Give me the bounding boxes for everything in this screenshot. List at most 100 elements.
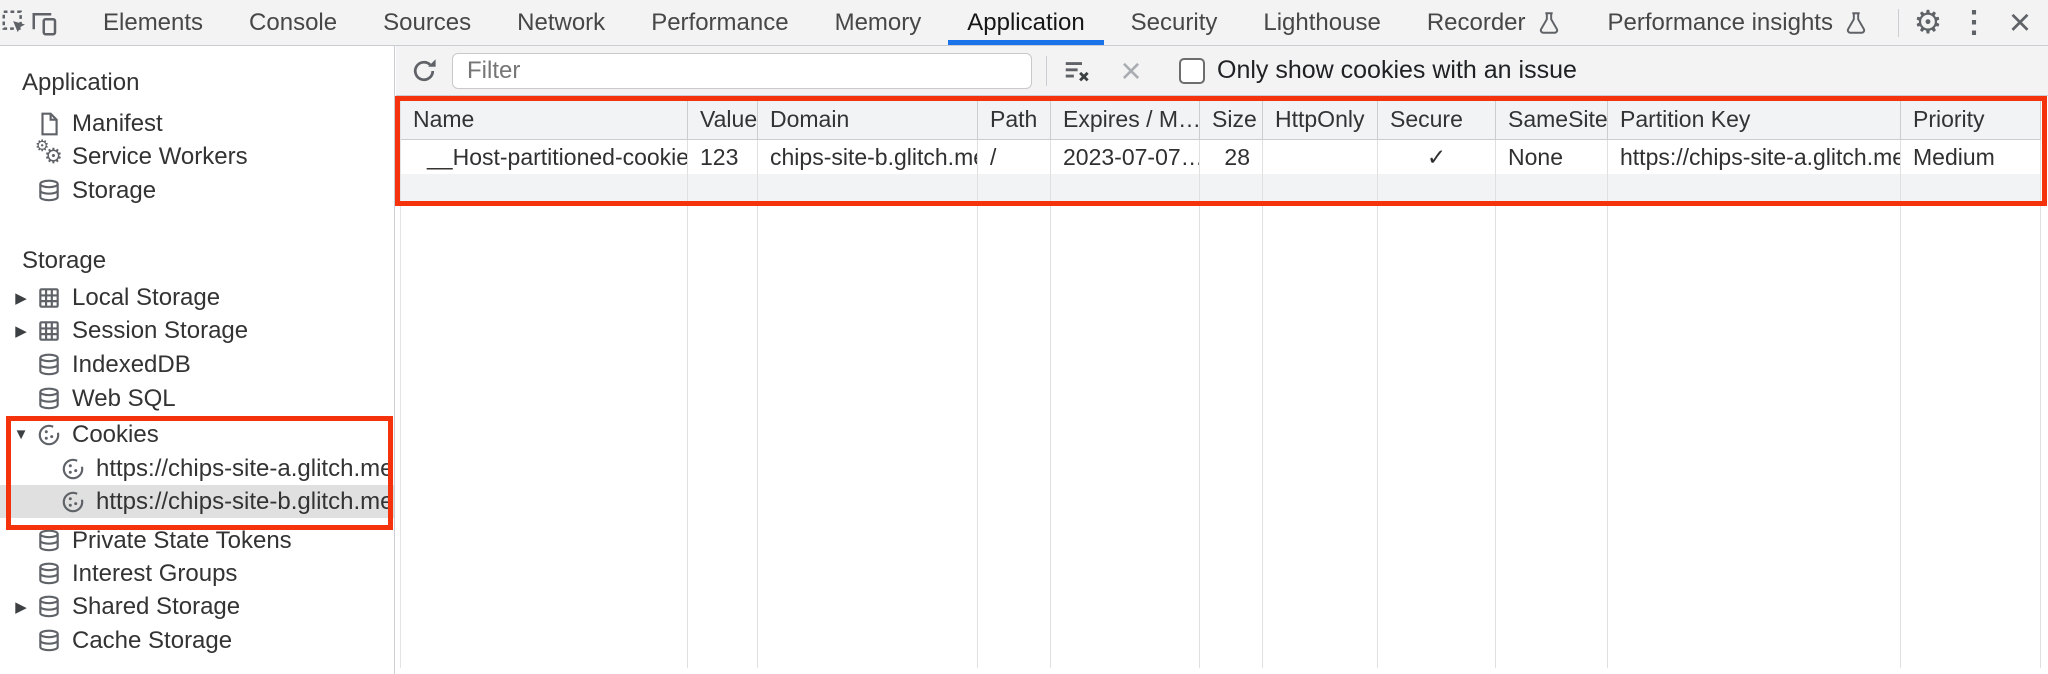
cell-secure-checkmark[interactable]: ✓ [1378, 140, 1496, 174]
tabbar-divider [1897, 8, 1899, 37]
sidebar-item-storage[interactable]: Storage [0, 174, 394, 207]
sidebar-item-interest-groups[interactable]: Interest Groups [0, 557, 394, 590]
column-header-size[interactable]: Size [1200, 100, 1263, 140]
column-header-name[interactable]: Name [401, 100, 688, 140]
cell-value[interactable]: 123 [688, 140, 758, 174]
application-sidebar: Application Manifest ⚙⚙ Service Workers [0, 46, 395, 674]
column-header-expires[interactable]: Expires / M… [1051, 100, 1200, 140]
table-icon [34, 317, 64, 345]
cookie-table-row[interactable]: __Host-partitioned-cookie 123 chips-site… [401, 140, 2041, 174]
tab-security[interactable]: Security [1130, 8, 1218, 36]
sidebar-item-session-storage[interactable]: Session Storage [0, 314, 394, 347]
empty-table-row [401, 174, 2041, 206]
tab-performance-insights[interactable]: Performance insights [1585, 0, 1892, 45]
database-icon [34, 627, 64, 655]
sidebar-item-local-storage[interactable]: Local Storage [0, 281, 394, 314]
file-icon [34, 110, 64, 138]
gear-icon: ⚙ [1913, 4, 1943, 40]
cookies-table-header: Name Value Domain Path Expires / M… Size… [401, 100, 2041, 140]
tab-application[interactable]: Application [944, 0, 1107, 45]
sidebar-item-private-state-tokens[interactable]: Private State Tokens [0, 524, 394, 557]
only-show-issue-checkbox[interactable] [1179, 57, 1205, 84]
sidebar-section-application: Application [22, 69, 140, 96]
database-icon [34, 527, 64, 555]
toolbar-divider [1046, 55, 1047, 86]
tab-recorder[interactable]: Recorder [1404, 0, 1585, 45]
refresh-icon [409, 56, 439, 86]
devtools-tabbar: Elements Console Sources Network Perform… [0, 0, 2048, 46]
sidebar-item-cookies[interactable]: Cookies [0, 418, 394, 451]
column-header-partition-key[interactable]: Partition Key [1608, 100, 1901, 140]
database-icon [34, 385, 64, 413]
column-header-priority[interactable]: Priority [1901, 100, 2041, 140]
sidebar-item-web-sql[interactable]: Web SQL [0, 382, 394, 415]
column-header-secure[interactable]: Secure [1378, 100, 1496, 140]
chevron-right-icon[interactable] [8, 322, 34, 340]
settings-button[interactable]: ⚙ [1905, 0, 1951, 45]
cell-samesite[interactable]: None [1496, 140, 1608, 174]
tab-network[interactable]: Network [517, 8, 606, 36]
filter-input[interactable] [452, 52, 1032, 89]
sidebar-item-service-workers[interactable]: ⚙⚙ Service Workers [35, 137, 248, 170]
close-devtools-button[interactable]: × [1997, 0, 2043, 45]
experiment-flask-icon [1843, 10, 1869, 36]
database-icon [34, 593, 64, 621]
sidebar-item-shared-storage[interactable]: Shared Storage [0, 590, 394, 623]
cell-partition-key[interactable]: https://chips-site-a.glitch.me [1608, 140, 1901, 174]
service-worker-gears-icon: ⚙⚙ [35, 137, 63, 168]
sidebar-item-cache-storage[interactable]: Cache Storage [0, 624, 394, 657]
table-filler-area [401, 206, 2041, 668]
cookie-icon [58, 455, 88, 483]
tab-elements[interactable]: Elements [103, 8, 204, 36]
database-icon [34, 560, 64, 588]
tab-performance[interactable]: Performance [651, 8, 789, 36]
cell-size[interactable]: 28 [1200, 140, 1263, 174]
column-header-value[interactable]: Value [688, 100, 758, 140]
tab-console[interactable]: Console [249, 8, 338, 36]
chevron-down-icon[interactable] [8, 426, 34, 443]
cell-name[interactable]: __Host-partitioned-cookie [401, 140, 688, 174]
tab-lighthouse[interactable]: Lighthouse [1263, 8, 1381, 36]
database-icon [34, 351, 64, 379]
only-show-issue-label[interactable]: Only show cookies with an issue [1217, 56, 1577, 84]
column-header-path[interactable]: Path [978, 100, 1051, 140]
tab-sources[interactable]: Sources [383, 8, 472, 36]
clear-filter-icon [1062, 56, 1092, 86]
chevron-right-icon[interactable] [8, 289, 34, 307]
sidebar-section-storage: Storage [22, 247, 107, 274]
column-header-httponly[interactable]: HttpOnly [1263, 100, 1378, 140]
experiment-flask-icon [1536, 10, 1562, 36]
refresh-button[interactable] [404, 49, 444, 93]
kebab-menu-icon: ⋮ [1958, 6, 1989, 39]
more-options-button[interactable]: ⋮ [1951, 0, 1997, 45]
cookies-toolbar: × Only show cookies with an issue [396, 46, 2048, 96]
cookie-icon [58, 488, 88, 516]
sidebar-item-indexeddb[interactable]: IndexedDB [0, 348, 394, 381]
column-header-domain[interactable]: Domain [758, 100, 978, 140]
tab-memory[interactable]: Memory [834, 8, 922, 36]
clear-filter-button[interactable] [1057, 49, 1097, 93]
sidebar-item-cookie-origin-a[interactable]: https://chips-site-a.glitch.me [0, 452, 394, 485]
cell-httponly[interactable] [1263, 140, 1378, 174]
delete-all-button[interactable]: × [1111, 49, 1151, 93]
inspect-element-button[interactable] [0, 0, 30, 45]
cell-domain[interactable]: chips-site-b.glitch.me [758, 140, 978, 174]
cell-expires[interactable]: 2023-07-07… [1051, 140, 1200, 174]
inspect-cursor-icon [0, 8, 30, 38]
panel-tabs: Elements Console Sources Network Perform… [80, 0, 1892, 45]
cell-priority[interactable]: Medium [1901, 140, 2041, 174]
clear-x-icon: × [1120, 49, 1142, 91]
table-icon [34, 284, 64, 312]
column-header-samesite[interactable]: SameSite [1496, 100, 1608, 140]
sidebar-item-manifest[interactable]: Manifest [0, 107, 394, 140]
device-toolbar-button[interactable] [30, 0, 60, 45]
cookies-panel: × Only show cookies with an issue Name V… [396, 46, 2048, 674]
device-toolbar-icon [30, 8, 60, 38]
chevron-right-icon[interactable] [8, 598, 34, 616]
cookie-icon [34, 421, 64, 449]
close-icon: × [2008, 1, 2032, 44]
sidebar-item-cookie-origin-b[interactable]: https://chips-site-b.glitch.me [0, 485, 394, 518]
cell-path[interactable]: / [978, 140, 1051, 174]
cookies-table: Name Value Domain Path Expires / M… Size… [400, 100, 2041, 668]
